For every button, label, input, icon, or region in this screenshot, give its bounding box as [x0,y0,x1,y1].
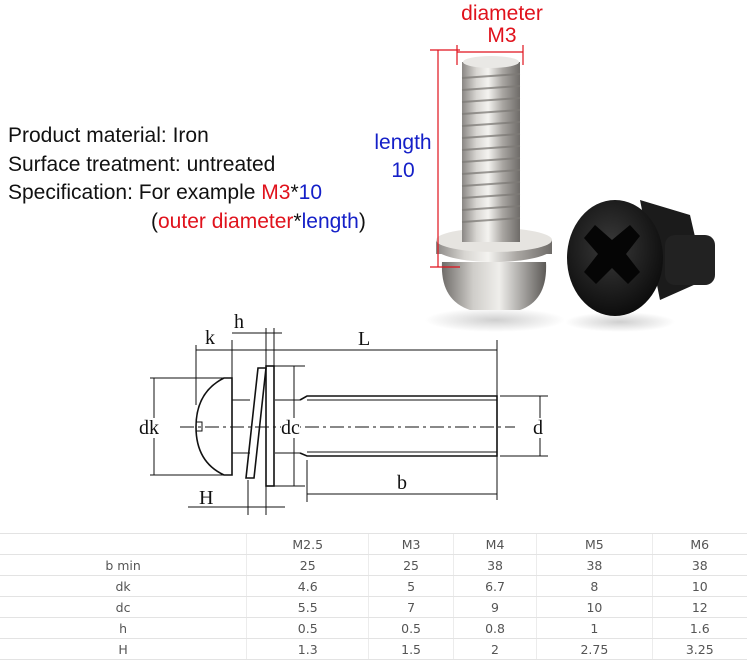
label-b: b [397,472,407,494]
table-cell: 8 [536,575,653,597]
table-cell: 1.5 [368,638,454,660]
diameter-value: M3 [487,24,517,47]
spec-star: * [290,181,299,204]
table-header-row: M2.5 M3 M4 M5 M6 [0,533,747,555]
table-cell: 38 [452,554,537,576]
table-cell: 38 [651,554,747,576]
table-cell: 25 [368,554,454,576]
table-row: h 0.5 0.5 0.8 1 1.6 [0,617,747,639]
table-cell: 10 [536,596,653,618]
length-text: length [301,209,359,233]
product-info: Product material: Iron Surface treatment… [8,122,366,236]
surface-line: Surface treatment: untreated [8,152,276,176]
table-row: dk 4.6 5 6.7 8 10 [0,575,747,597]
table-cell: 0.5 [368,617,454,639]
table-cell: 2.75 [536,638,653,660]
material-line: Product material: Iron [8,124,209,147]
label-dc: dc [281,417,300,439]
spec-diameter: M3 [261,181,291,204]
row-label: h [0,617,247,639]
spec-explanation: (outer diameter*length) [8,208,366,237]
table-cell: 0.5 [246,617,369,639]
paren-open: ( [151,209,158,233]
header-cell: M3 [368,533,454,555]
table-cell: 5 [368,575,454,597]
length-value: 10 [391,159,415,182]
header-cell [0,533,247,555]
spec-table: M2.5 M3 M4 M5 M6 b min 25 25 38 38 38 dk… [0,533,747,660]
row-label: b min [0,554,247,576]
header-cell: M4 [452,533,537,555]
table-cell: 25 [246,554,369,576]
label-h: h [234,311,244,333]
paren-star: * [293,209,302,233]
row-label: H [0,638,247,660]
header-cell: M5 [536,533,653,555]
label-d: d [533,417,543,439]
length-label: length [374,131,432,154]
table-cell: 1.6 [651,617,747,639]
label-H: H [199,487,214,509]
diameter-label: diameter [461,2,543,25]
table-cell: 9 [452,596,537,618]
table-cell: 2 [452,638,537,660]
paren-close: ) [358,209,366,233]
spec-line: Specification: For example M3*10 [8,179,366,208]
technical-drawing [150,328,548,515]
label-dk: dk [139,417,159,439]
spec-prefix: Specification: For example [8,181,262,204]
table-row: H 1.3 1.5 2 2.75 3.25 [0,638,747,660]
header-cell: M2.5 [246,533,369,555]
spec-length: 10 [298,181,323,204]
table-cell: 6.7 [452,575,537,597]
table-cell: 1 [536,617,653,639]
table-cell: 4.6 [246,575,369,597]
table-row: dc 5.5 7 9 10 12 [0,596,747,618]
table-cell: 38 [536,554,653,576]
table-cell: 0.8 [452,617,537,639]
table-cell: 5.5 [246,596,369,618]
table-cell: 7 [368,596,454,618]
row-label: dk [0,575,247,597]
header-cell: M6 [651,533,747,555]
table-row: b min 25 25 38 38 38 [0,554,747,576]
row-label: dc [0,596,247,618]
label-k: k [205,327,215,349]
table-cell: 1.3 [246,638,369,660]
label-L: L [358,328,371,350]
table-cell: 10 [651,575,747,597]
table-cell: 3.25 [651,638,747,660]
table-cell: 12 [651,596,747,618]
screw-photo [425,45,715,332]
outer-diameter-text: outer diameter [158,209,294,233]
